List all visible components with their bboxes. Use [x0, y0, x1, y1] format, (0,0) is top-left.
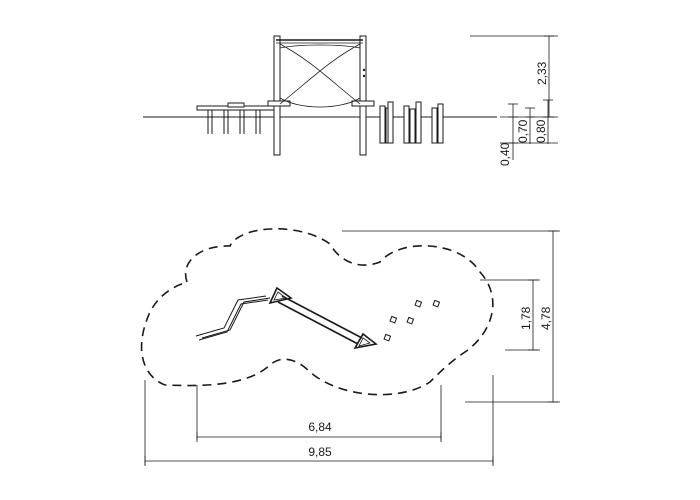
triangle-post-left [268, 286, 293, 305]
stepping-posts [379, 101, 444, 144]
triangle-post-right [353, 332, 378, 350]
dim-platform-height-b: 0,80 [534, 119, 548, 143]
left-bench [196, 102, 278, 134]
plan-view: 1,78 4,78 6,84 9,85 [140, 228, 560, 466]
rope-bridge [277, 295, 363, 345]
plan-vertical-dimension-lines [342, 230, 560, 465]
dim-equipment-length: 6,84 [308, 420, 332, 434]
safety-area-outline [140, 228, 494, 396]
vertical-dimension-lines [470, 35, 558, 160]
stepping-post-squares [383, 299, 441, 342]
left-frame-post [267, 35, 291, 156]
right-frame-post [351, 35, 375, 156]
dim-safety-area-width: 4,78 [539, 306, 553, 330]
dim-total-height: 2,33 [535, 61, 549, 85]
elevation-view: 2,33 0,40 0,70 0,80 [143, 35, 558, 166]
dim-safety-area-length: 9,85 [308, 445, 332, 459]
dim-foundation-depth: 0,40 [498, 142, 512, 166]
rope-net [279, 43, 361, 108]
stepping-path [195, 295, 271, 341]
plan-horizontal-dimension-lines [144, 380, 494, 466]
dim-platform-height-a: 0,70 [516, 119, 530, 143]
dim-equipment-width: 1,78 [519, 306, 533, 330]
